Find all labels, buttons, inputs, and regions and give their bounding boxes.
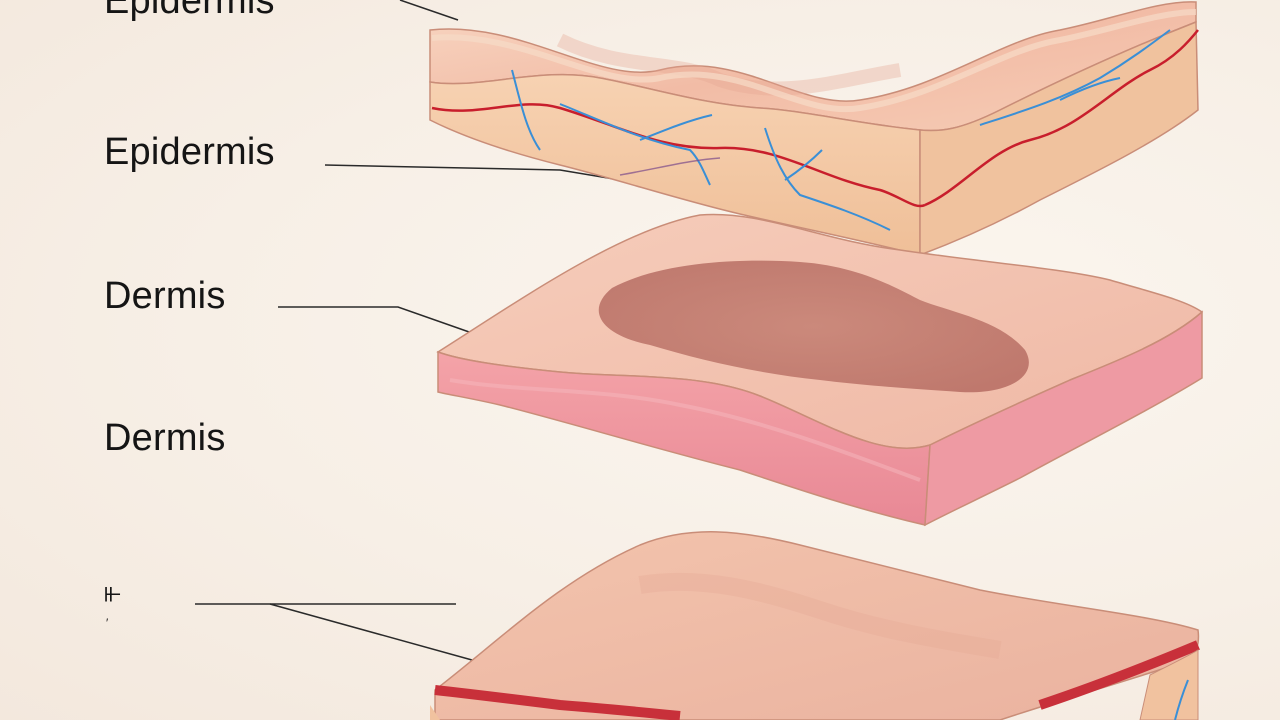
hypodermis-red-edge-right <box>1038 640 1200 710</box>
dermis-right-side <box>924 310 1203 527</box>
blue-vessel-4 <box>764 127 891 231</box>
label-dermis-1: Dermis <box>104 275 226 317</box>
epidermis-surface-band <box>431 9 1197 113</box>
dermis-dark-patch <box>598 260 1029 393</box>
red-vessel-right <box>924 29 1199 207</box>
leader-lines <box>195 0 621 661</box>
hypodermis-blue-vessel <box>1174 679 1189 720</box>
hypodermis-shading <box>638 572 1002 659</box>
leader-line-top <box>399 0 459 21</box>
label-dermis-2: Dermis <box>104 417 226 459</box>
dermis-layer <box>436 213 1204 527</box>
hypodermis-right-side <box>1139 649 1199 720</box>
epidermis-right-side <box>919 20 1199 257</box>
label-bottom-partial: ⫦ <box>104 576 122 609</box>
label-bottom-partial-small: ′ <box>106 616 109 630</box>
leader-line-epidermis <box>324 164 621 181</box>
hypodermis-left-side <box>430 705 440 720</box>
blue-vessel-7 <box>1059 77 1121 101</box>
purple-vessel <box>619 157 721 176</box>
dermis-side-texture <box>449 378 921 482</box>
blue-vessel-6 <box>979 29 1171 126</box>
leader-line-dermis <box>278 306 473 334</box>
blue-vessel-2 <box>559 103 711 186</box>
leader-line-bottom-b <box>269 603 473 661</box>
hypodermis-layer <box>430 531 1200 720</box>
blue-vessel-3 <box>639 114 713 141</box>
epidermis-layer <box>429 1 1199 257</box>
red-vessel-left <box>431 103 926 208</box>
blue-vessel-5 <box>784 149 823 181</box>
label-epidermis-top: Epidermis <box>104 0 275 22</box>
label-epidermis: Epidermis <box>104 131 275 173</box>
blue-vessel-1 <box>511 69 541 151</box>
hypodermis-red-edge <box>434 685 681 720</box>
